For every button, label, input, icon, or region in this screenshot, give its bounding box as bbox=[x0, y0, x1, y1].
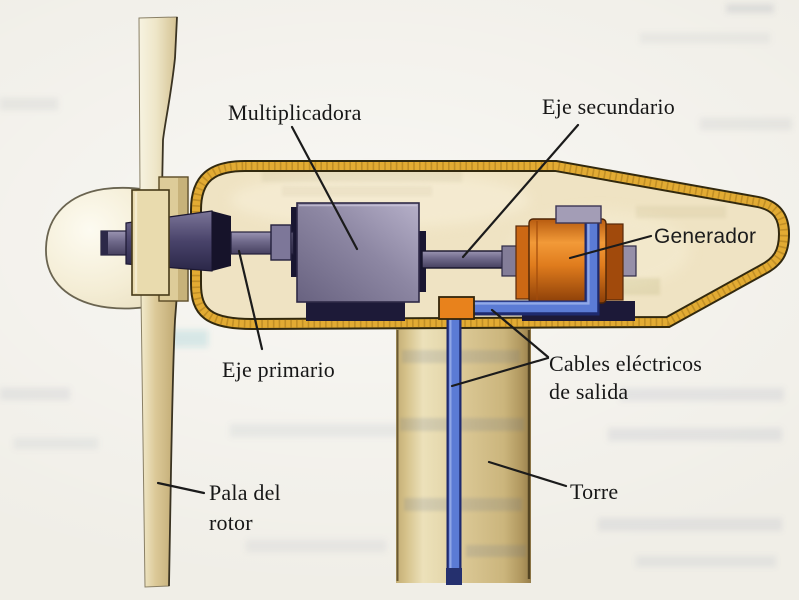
gearbox-base bbox=[306, 299, 405, 321]
label-eje-secundario: Eje secundario bbox=[542, 94, 675, 119]
leader-eje-secundario bbox=[461, 123, 580, 259]
label-eje-primario: Eje primario bbox=[222, 357, 335, 382]
electrical-cables bbox=[438, 205, 602, 585]
gearbox bbox=[291, 202, 426, 321]
label-pala-del-rotor: Pala del rotor bbox=[209, 478, 281, 538]
leader-multiplicadora bbox=[290, 125, 359, 251]
leader-lines bbox=[156, 123, 653, 495]
leader-eje-primario bbox=[237, 249, 264, 351]
leader-cables-2 bbox=[450, 356, 550, 388]
label-generador: Generador bbox=[654, 225, 757, 248]
leader-cables-1 bbox=[490, 308, 550, 359]
generator-top-cap bbox=[555, 205, 602, 224]
cable-end bbox=[446, 568, 462, 585]
leader-generador bbox=[568, 234, 653, 260]
label-torre: Torre bbox=[570, 479, 619, 504]
label-cables-line2: de salida bbox=[549, 379, 629, 404]
label-multiplicadora: Multiplicadora bbox=[228, 100, 362, 125]
label-pala-line1: Pala del bbox=[209, 480, 281, 505]
label-cables-line1: Cables eléctricos bbox=[549, 351, 703, 376]
junction-box bbox=[438, 296, 475, 320]
leader-pala bbox=[156, 481, 206, 495]
label-pala-line2: rotor bbox=[209, 510, 253, 535]
rotor-hub-plate bbox=[131, 189, 170, 296]
label-cables-electricos: Cables eléctricos de salida bbox=[549, 350, 702, 406]
rotor-blade-lower bbox=[140, 293, 178, 588]
tower bbox=[396, 322, 531, 583]
rotor-blade-upper bbox=[138, 16, 178, 193]
leader-torre bbox=[487, 460, 568, 488]
